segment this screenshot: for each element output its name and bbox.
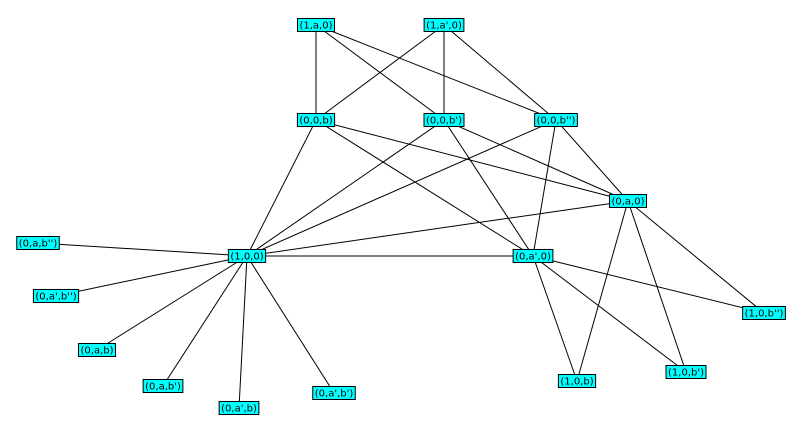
edge-1a0-00bpp xyxy=(315,24,557,121)
edge-layer xyxy=(37,24,765,409)
node-1a0[interactable]: (1,a,0) xyxy=(296,18,336,32)
edge-00bpp-0ap0 xyxy=(532,119,557,257)
edge-100-0ab xyxy=(96,255,248,351)
node-box xyxy=(227,249,267,263)
node-label: (1,0,b') xyxy=(668,368,704,379)
node-box xyxy=(78,343,116,357)
node-0ap0[interactable]: (0,a',0) xyxy=(512,249,554,263)
node-box xyxy=(608,194,648,208)
node-label: (0,a,b) xyxy=(81,346,114,357)
node-label: (0,a',b) xyxy=(221,404,257,415)
node-label: (0,0,b) xyxy=(299,116,332,127)
node-10bpp[interactable]: (1,0,b'') xyxy=(742,306,786,320)
edge-00bp-100 xyxy=(246,119,445,257)
node-box xyxy=(32,289,80,303)
edge-100-0apbpp xyxy=(55,255,248,297)
edge-00bpp-100 xyxy=(246,119,557,257)
edge-0ap0-10b xyxy=(532,255,578,382)
edge-100-0apb xyxy=(238,255,248,409)
node-label: (0,a',0) xyxy=(515,252,551,263)
node-box xyxy=(218,401,260,415)
node-0abpp[interactable]: (0,a,b'') xyxy=(16,236,60,250)
node-100[interactable]: (1,0,0) xyxy=(227,249,267,263)
edge-0ap0-10bp xyxy=(532,255,687,373)
node-box xyxy=(512,249,554,263)
node-0apbpp[interactable]: (0,a',b'') xyxy=(32,289,80,303)
node-label: (0,0,b'') xyxy=(537,116,576,127)
edge-100-0a0 xyxy=(246,200,629,257)
edge-00b-0ap0 xyxy=(315,119,534,257)
node-10b[interactable]: (1,0,b) xyxy=(557,374,597,388)
node-10bp[interactable]: (1,0,b') xyxy=(665,365,707,379)
node-label: (1,0,0) xyxy=(230,252,263,263)
node-label: (1,0,b) xyxy=(560,377,593,388)
node-label: (1,0,b'') xyxy=(745,309,784,320)
node-box xyxy=(142,379,184,393)
node-label: (1,a,0) xyxy=(299,21,332,32)
node-00b[interactable]: (0,0,b) xyxy=(296,113,336,127)
node-box xyxy=(534,113,578,127)
edge-100-0apbp xyxy=(246,255,335,394)
node-box xyxy=(423,18,465,32)
edge-0a0-10b xyxy=(576,200,629,382)
node-label: (0,a',b'') xyxy=(35,292,76,303)
node-label: (0,0,b') xyxy=(426,116,462,127)
node-box xyxy=(423,113,465,127)
node-label: (0,a',b') xyxy=(315,389,354,400)
node-1ap0[interactable]: (1,a',0) xyxy=(423,18,465,32)
node-layer: (1,a,0) (1,a',0) (0,0,b) (0,0,b') (0,0,b'') (… xyxy=(16,18,786,415)
node-label: (0,a,0) xyxy=(611,197,644,208)
node-0abp[interactable]: (0,a,b') xyxy=(142,379,184,393)
node-box xyxy=(742,306,786,320)
node-0apbp[interactable]: (0,a',b') xyxy=(312,386,356,400)
node-label: (0,a,b'') xyxy=(19,239,58,250)
edge-00b-100 xyxy=(246,119,317,257)
edge-1ap0-00b xyxy=(315,24,445,121)
node-00bpp[interactable]: (0,0,b'') xyxy=(534,113,578,127)
node-0apb[interactable]: (0,a',b) xyxy=(218,401,260,415)
node-box xyxy=(296,113,336,127)
node-box xyxy=(665,365,707,379)
node-label: (0,a,b') xyxy=(145,382,181,393)
node-box xyxy=(312,386,356,400)
node-0a0[interactable]: (0,a,0) xyxy=(608,194,648,208)
edge-100-0abpp xyxy=(37,242,248,257)
node-box xyxy=(16,236,60,250)
node-box xyxy=(557,374,597,388)
node-box xyxy=(296,18,336,32)
edge-100-0abp xyxy=(162,255,248,387)
node-0ab[interactable]: (0,a,b) xyxy=(78,343,116,357)
edge-1ap0-00bpp xyxy=(443,24,557,121)
edge-00bp-0ap0 xyxy=(443,119,534,257)
edge-0a0-10bpp xyxy=(627,200,765,314)
node-label: (1,a',0) xyxy=(426,21,462,32)
edge-00b-0a0 xyxy=(315,119,629,202)
edge-00bpp-0a0 xyxy=(555,119,629,202)
node-00bp[interactable]: (0,0,b') xyxy=(423,113,465,127)
edge-0ap0-10bpp xyxy=(532,255,765,314)
edge-00bp-0a0 xyxy=(443,119,629,202)
